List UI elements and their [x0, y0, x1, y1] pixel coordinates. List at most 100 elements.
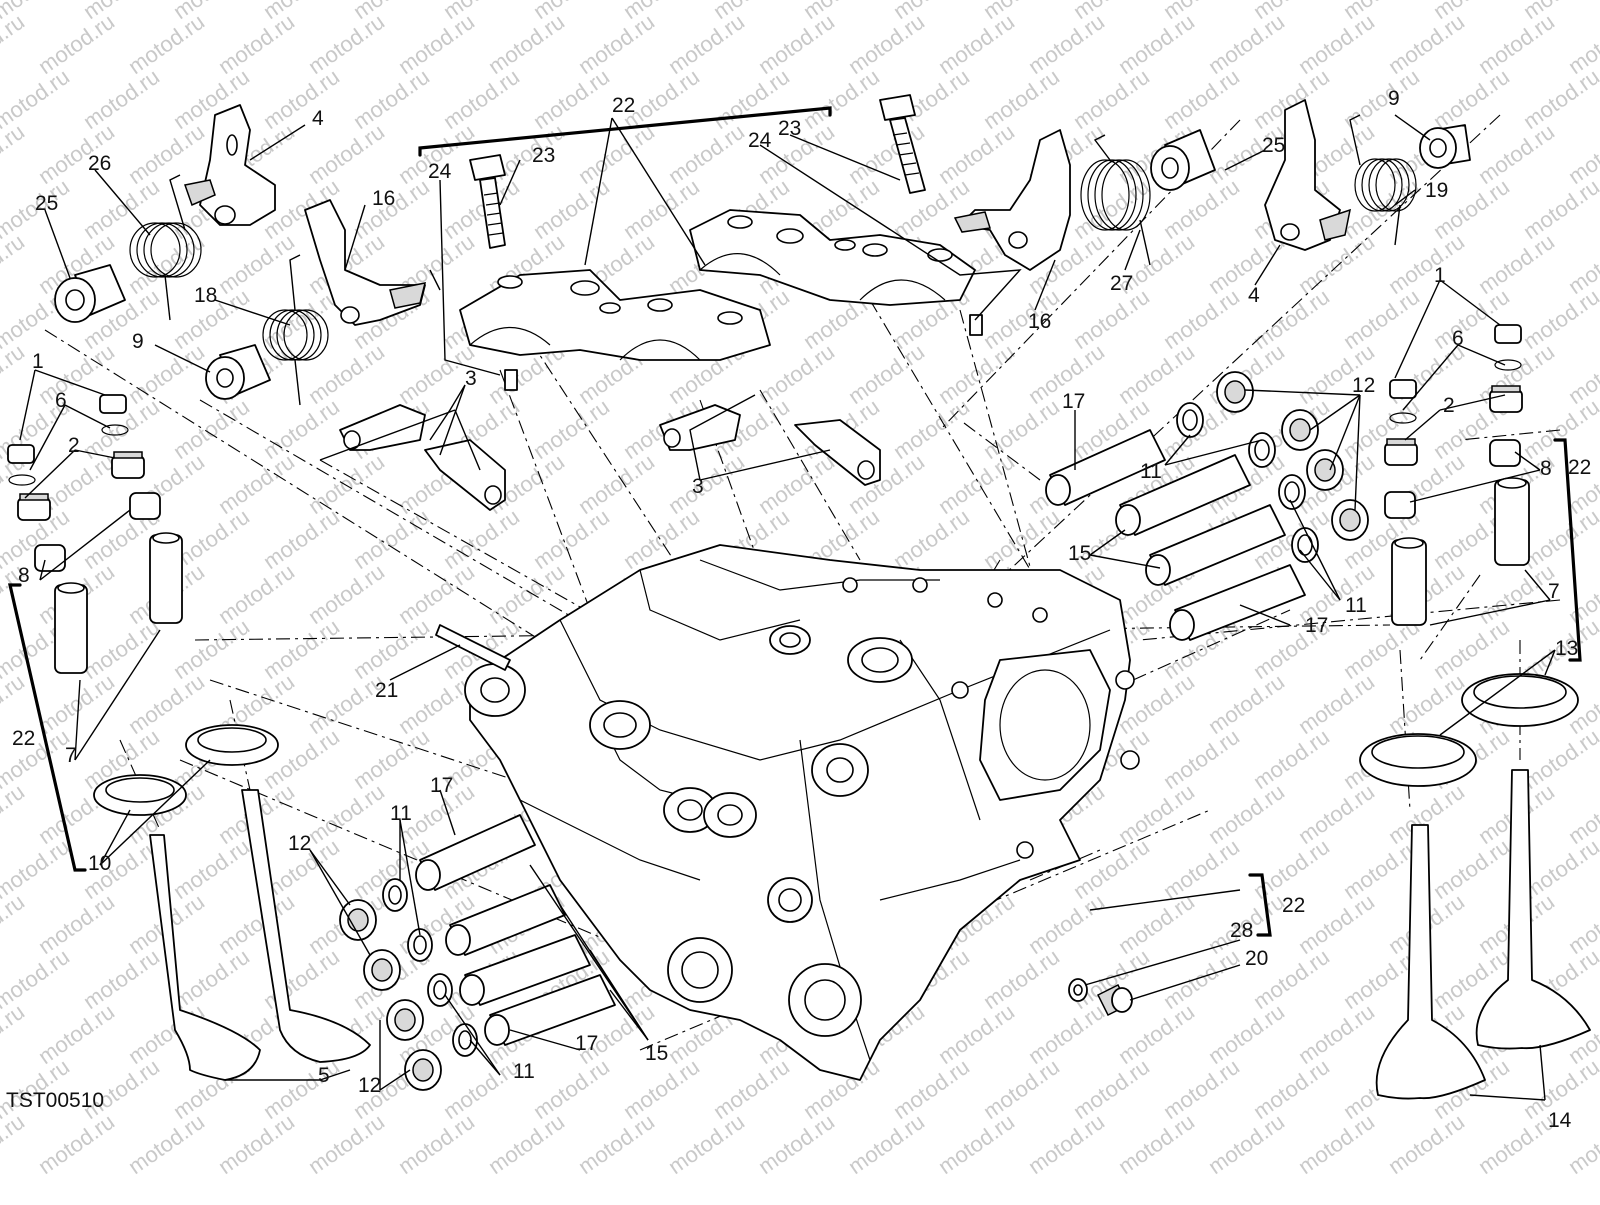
watermark-text: motod.ru — [889, 504, 974, 574]
callout-c21: 21 — [375, 679, 398, 702]
rocker-16-left — [304, 199, 427, 326]
watermark-text: motod.ru — [1204, 1109, 1289, 1179]
callout-c11-leftbot: 11 — [513, 1060, 535, 1083]
callout-c10: 10 — [88, 852, 111, 875]
watermark-text: motod.ru — [349, 614, 434, 684]
callout-c24-left: 24 — [428, 160, 452, 183]
watermark-text: motod.ru — [0, 339, 29, 409]
watermark-text: motod.ru — [1204, 779, 1289, 849]
watermark-text: motod.ru — [934, 9, 1019, 79]
watermark-text: motod.ru — [1204, 999, 1289, 1069]
watermark-text: motod.ru — [214, 559, 299, 629]
callout-c18: 18 — [194, 284, 217, 307]
watermark-text: motod.ru — [394, 1109, 479, 1179]
watermark-text: motod.ru — [349, 724, 434, 794]
watermark-text: motod.ru — [1384, 9, 1469, 79]
callout-c20: 20 — [1245, 947, 1268, 970]
watermark-text: motod.ru — [754, 9, 839, 79]
watermark-text: motod.ru — [0, 779, 29, 849]
watermark-text: motod.ru — [529, 1054, 614, 1124]
watermark-text: motod.ru — [214, 9, 299, 79]
callout-c1-left: 1 — [32, 350, 44, 373]
watermark-text: motod.ru — [799, 64, 884, 134]
watermark-text: motod.ru — [214, 1109, 299, 1179]
left-lower-guides — [339, 624, 616, 1091]
watermark-text: motod.ru — [259, 504, 344, 574]
callout-c8-left: 8 — [18, 564, 30, 587]
watermark-text: motod.ru — [439, 1054, 524, 1124]
bolt-23-right — [879, 94, 926, 194]
watermark-text: motod.ru — [79, 174, 164, 244]
watermark-text: motod.ru — [1294, 889, 1379, 959]
watermark-text: motod.ru — [259, 394, 344, 464]
watermark-text: motod.ru — [304, 779, 389, 849]
watermark-text: motod.ru — [1429, 834, 1514, 904]
watermark-text: motod.ru — [1249, 724, 1334, 794]
callout-c28: 28 — [1230, 919, 1253, 942]
watermark-text: motod.ru — [664, 449, 749, 519]
callout-c16-left: 16 — [372, 187, 395, 210]
watermark-text: motod.ru — [934, 449, 1019, 519]
watermark-text: motod.ru — [34, 999, 119, 1069]
watermark-text: motod.ru — [349, 64, 434, 134]
watermark-text: motod.ru — [124, 669, 209, 739]
watermark-text: motod.ru — [529, 64, 614, 134]
callout-c23-right: 23 — [778, 117, 801, 140]
callout-c17-lefttop: 17 — [430, 774, 453, 797]
watermark-text: motod.ru — [1474, 9, 1559, 79]
watermark-text: motod.ru — [0, 119, 29, 189]
right-valve-components — [1359, 324, 1591, 1100]
watermark-text: motod.ru — [1519, 284, 1600, 354]
watermark-text: motod.ru — [844, 1109, 929, 1179]
watermark-text: motod.ru — [1114, 9, 1199, 79]
watermark-text: motod.ru — [1384, 669, 1469, 739]
callout-c23-left: 23 — [532, 144, 555, 167]
callout-c17-leftbot: 17 — [575, 1032, 598, 1055]
drawing-code: TST00510 — [6, 1089, 104, 1112]
callout-c4-left: 4 — [312, 107, 324, 130]
watermark-text: motod.ru — [979, 504, 1064, 574]
callout-c3-right: 3 — [692, 475, 704, 498]
watermark-text: motod.ru — [574, 9, 659, 79]
watermark-text: motod.ru — [574, 1109, 659, 1179]
left-valve-components — [7, 394, 371, 1081]
bushing-9-left — [205, 344, 271, 400]
callout-c22-right: 22 — [1568, 456, 1591, 479]
watermark-text: motod.ru — [1519, 64, 1600, 134]
watermark-text: motod.ru — [304, 449, 389, 519]
watermark-text: motod.ru — [394, 9, 479, 79]
watermark-text: motod.ru — [484, 119, 569, 189]
watermark-text: motod.ru — [979, 394, 1064, 464]
watermark-text: motod.ru — [754, 449, 839, 519]
watermark-text: motod.ru — [1204, 9, 1289, 79]
watermark-text: motod.ru — [439, 64, 524, 134]
watermark-text: motod.ru — [1519, 394, 1600, 464]
watermark-text: motod.ru — [979, 944, 1064, 1014]
callout-c6-left: 6 — [55, 389, 67, 412]
watermark-text: motod.ru — [664, 9, 749, 79]
watermark-text: motod.ru — [79, 64, 164, 134]
watermark-text: motod.ru — [304, 9, 389, 79]
callout-c13: 13 — [1555, 637, 1578, 660]
watermark-text: motod.ru — [169, 394, 254, 464]
watermark-text: motod.ru — [934, 339, 1019, 409]
watermark-text: motod.ru — [844, 339, 929, 409]
watermark-text: motod.ru — [1069, 1054, 1154, 1124]
watermark-text: motod.ru — [394, 669, 479, 739]
callout-c22-top: 22 — [612, 94, 635, 117]
callout-c11-righttop: 11 — [1140, 460, 1162, 483]
watermark-text: motod.ru — [34, 669, 119, 739]
spring-27 — [1080, 134, 1151, 266]
callout-c2-left: 2 — [68, 434, 80, 457]
watermark-text: motod.ru — [1159, 284, 1244, 354]
watermark-text: motod.ru — [1024, 9, 1109, 79]
callout-c16-right: 16 — [1028, 310, 1051, 333]
callout-c14: 14 — [1548, 1109, 1572, 1132]
callout-c22-left: 22 — [12, 727, 35, 750]
watermark-text: motod.ru — [79, 614, 164, 684]
watermark-text: motod.ru — [529, 504, 614, 574]
watermark-text: motod.ru — [259, 64, 344, 134]
callout-c2-right: 2 — [1443, 394, 1455, 417]
watermark-text: motod.ru — [484, 9, 569, 79]
